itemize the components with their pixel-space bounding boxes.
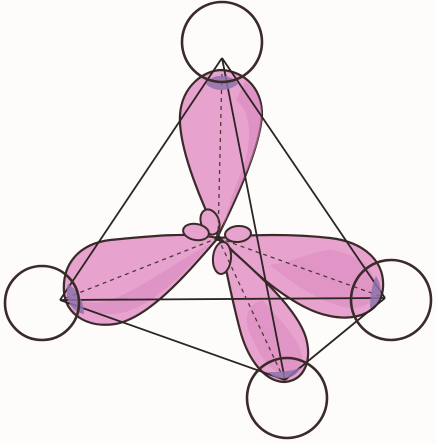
central-atom bbox=[215, 235, 221, 241]
